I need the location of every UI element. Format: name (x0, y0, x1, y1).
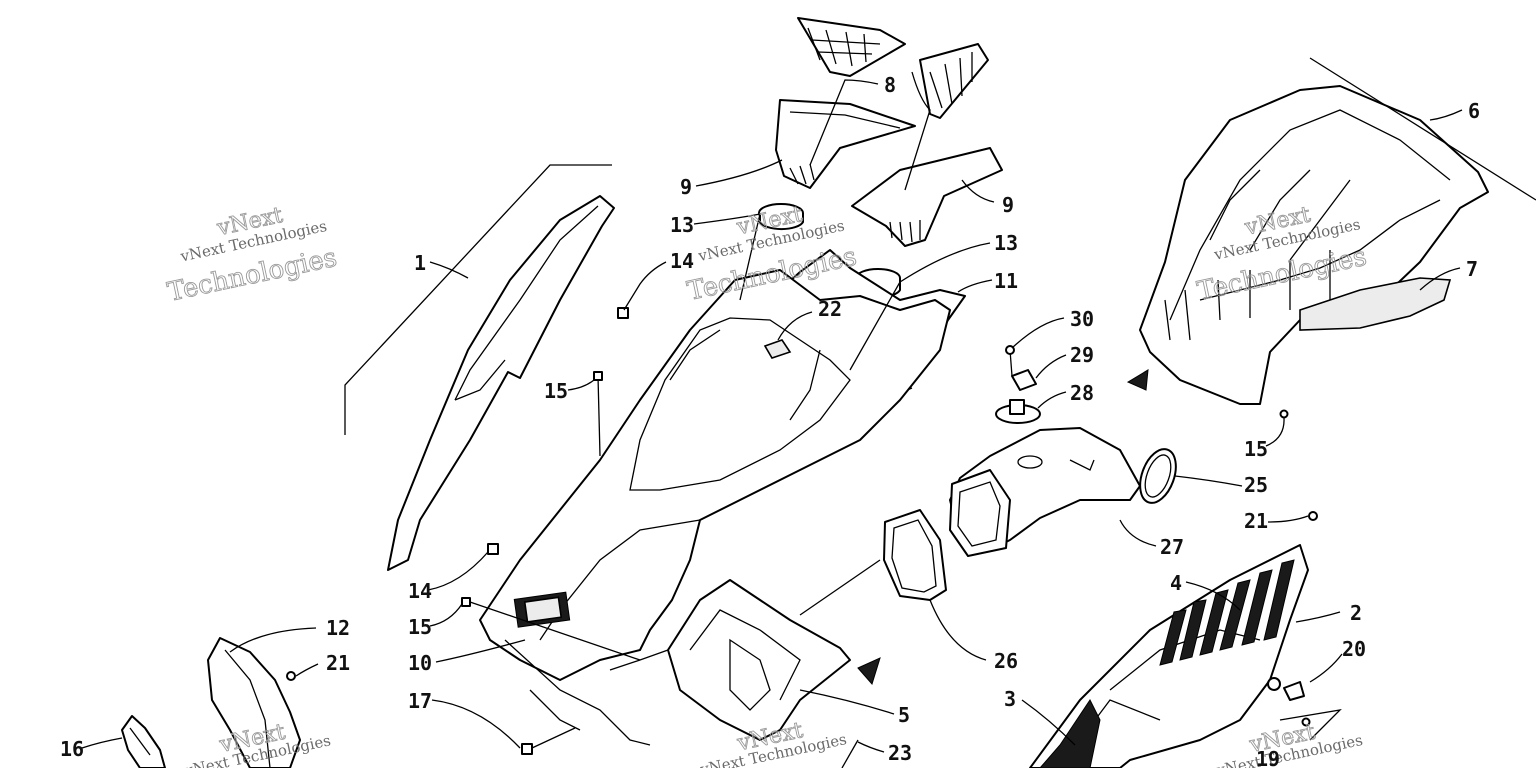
part-2-3-4-right-panel (1029, 544, 1342, 768)
callout-9b: 9 (1002, 193, 1014, 217)
callout-21b: 21 (326, 651, 350, 675)
callout-8: 8 (884, 73, 896, 97)
callout-26: 26 (994, 649, 1018, 673)
callout-5: 5 (898, 703, 910, 727)
callout-29: 29 (1070, 343, 1094, 367)
callout-9a: 9 (680, 175, 692, 199)
part-6-storage-tray (1139, 57, 1536, 405)
fasteners (286, 307, 1318, 768)
callout-27: 27 (1160, 535, 1184, 559)
callout-13b: 13 (994, 231, 1018, 255)
callout-30: 30 (1070, 307, 1094, 331)
part-7-liner (1299, 277, 1452, 331)
part-25-hose-clamp (1139, 448, 1177, 504)
callout-20: 20 (1342, 637, 1366, 661)
callout-1: 1 (414, 251, 426, 275)
callout-14b: 14 (408, 579, 432, 603)
callout-23: 23 (888, 741, 912, 765)
callout-7: 7 (1466, 257, 1478, 281)
callout-15a: 15 (544, 379, 568, 403)
part-8-vent-grilles (797, 17, 989, 119)
part-13-rubber-boots (758, 203, 901, 299)
part-12-16-lower-left (121, 637, 301, 768)
arrow-marker (1126, 369, 1149, 391)
callout-4: 4 (1170, 571, 1182, 595)
leader-lines (81, 71, 1463, 753)
callout-19: 19 (1256, 747, 1280, 768)
callout-2: 2 (1350, 601, 1362, 625)
part-28-29-30-clip-assembly (995, 345, 1041, 424)
part-27-intake-duct (949, 427, 1141, 557)
callout-15b: 15 (408, 615, 432, 639)
callout-11: 11 (994, 269, 1018, 293)
part-9-intake-scoops (775, 99, 1003, 247)
callout-16: 16 (60, 737, 84, 761)
callout-15c: 15 (1244, 437, 1268, 461)
part-1-side-panel (344, 164, 615, 571)
watermark-top-left: vNext vNext Technologies Technologies (165, 202, 340, 308)
part-22-pad (763, 339, 792, 359)
callout-22: 22 (818, 297, 842, 321)
callout-14a: 14 (670, 249, 694, 273)
callout-28: 28 (1070, 381, 1094, 405)
callout-labels: 1 2 3 4 5 6 7 8 9 9 10 11 12 13 13 14 14… (60, 73, 1480, 768)
callout-13a: 13 (670, 213, 694, 237)
callout-10: 10 (408, 651, 432, 675)
callout-25: 25 (1244, 473, 1268, 497)
callout-12: 12 (326, 616, 350, 640)
callout-6: 6 (1468, 99, 1480, 123)
callout-21a: 21 (1244, 509, 1268, 533)
callout-17: 17 (408, 689, 432, 713)
part-10-main-hood (479, 269, 951, 746)
callout-3: 3 (1004, 687, 1016, 711)
part-26-gasket (883, 509, 947, 601)
